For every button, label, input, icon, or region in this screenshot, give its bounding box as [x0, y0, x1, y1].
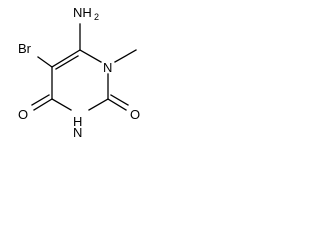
oxo4-label: O	[18, 107, 28, 122]
bond-n3-c2	[88, 98, 109, 111]
ring-n3-h-label: H	[73, 114, 82, 129]
bond-c4-o4-b	[31, 94, 50, 106]
molecule-drawing: NH 2 Br N H N O O	[18, 5, 140, 140]
ring-n1-label: N	[103, 60, 112, 75]
bond-n1-methyl	[114, 49, 137, 63]
bromo-label: Br	[18, 41, 32, 56]
bond-c5-bromo	[37, 56, 53, 68]
bond-c6-c5-double	[51, 49, 81, 68]
bond-n1-c6	[79, 49, 102, 63]
bond-c4-n3	[51, 98, 72, 111]
bond-c2-o2-a	[107, 98, 127, 111]
bond-c2-o2-b	[110, 94, 129, 106]
amino-label: NH	[73, 5, 92, 20]
oxo2-label: O	[130, 107, 140, 122]
ring-n3-label: N	[73, 125, 82, 140]
amino-subscript: 2	[94, 12, 99, 22]
bond-c4-o4-a	[33, 98, 53, 111]
structure-canvas: NH 2 Br N H N O O	[0, 0, 162, 148]
bond-c6-c5-double-inner	[55, 55, 79, 70]
